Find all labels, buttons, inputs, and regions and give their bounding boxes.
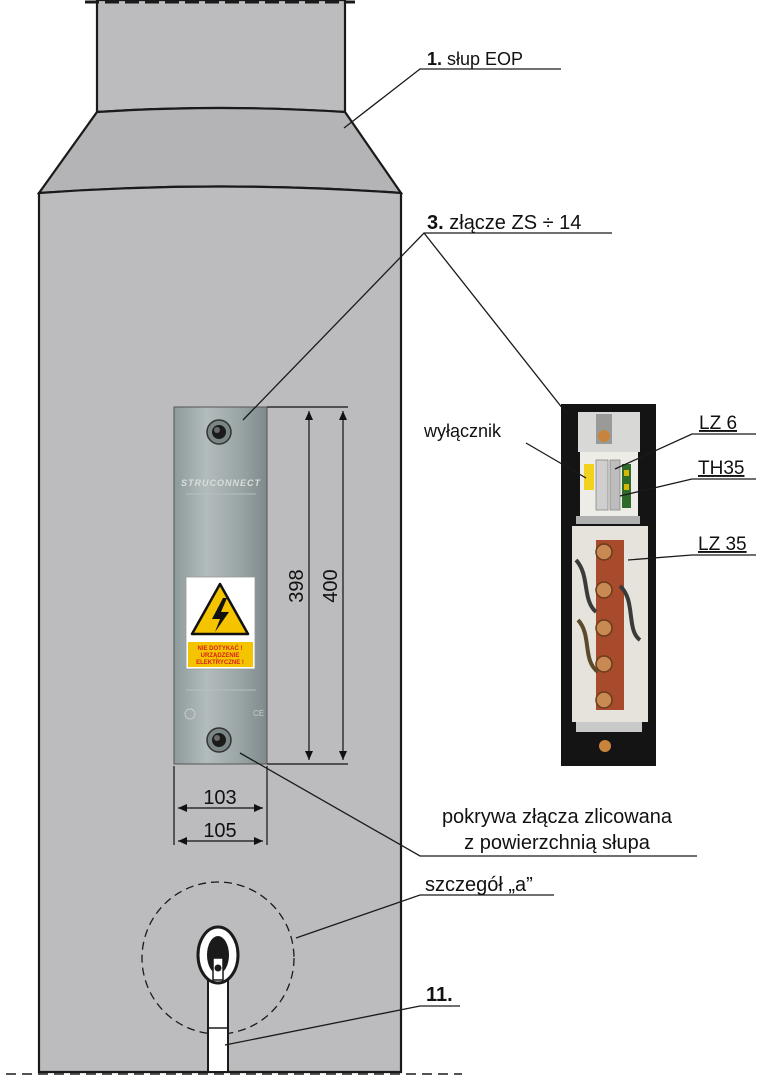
- dim-400: 400: [320, 569, 342, 602]
- lightning-icon: [212, 598, 229, 632]
- warning-line-3: ELEKTRYCZNE !: [196, 660, 244, 666]
- label-pole: 1. słup EOP: [427, 49, 523, 69]
- leader-lines: [224, 68, 756, 1046]
- dimension-width: 103 105: [173, 766, 268, 845]
- plate-brand: STRUCONNECT: [181, 478, 262, 488]
- dim-398: 398: [286, 569, 308, 602]
- dim-103: 103: [203, 787, 236, 809]
- warning-line-2: URZĄDZENIE: [201, 653, 240, 659]
- dimension-height: 398 400: [267, 406, 348, 765]
- connector-cover-plate: STRUCONNECT NIE DOTYKAĆ ! URZĄDZENIE ELE…: [173, 406, 268, 765]
- label-cover-line2: z powierzchnią słupa: [464, 832, 651, 854]
- label-breaker: wyłącznik: [423, 421, 502, 441]
- warning-sticker: NIE DOTYKAĆ ! URZĄDZENIE ELEKTRYCZNE !: [185, 576, 256, 670]
- label-item-11: 11.: [426, 984, 453, 1006]
- label-th35: TH35: [698, 458, 744, 479]
- screw-bottom: [206, 727, 232, 753]
- label-cover-line1: pokrywa złącza zlicowana: [442, 806, 673, 828]
- connector-photo: [561, 404, 656, 766]
- warning-line-1: NIE DOTYKAĆ !: [198, 644, 243, 652]
- screw-top: [206, 419, 232, 445]
- label-detail-a: szczegół „a”: [425, 874, 533, 896]
- earth-terminal: [196, 925, 240, 1073]
- dim-105: 105: [203, 820, 236, 842]
- label-lz6: LZ 6: [699, 413, 737, 434]
- svg-text:CE: CE: [253, 709, 264, 718]
- label-lz35: LZ 35: [698, 534, 747, 555]
- label-connector: 3. złącze ZS ÷ 14: [427, 212, 581, 234]
